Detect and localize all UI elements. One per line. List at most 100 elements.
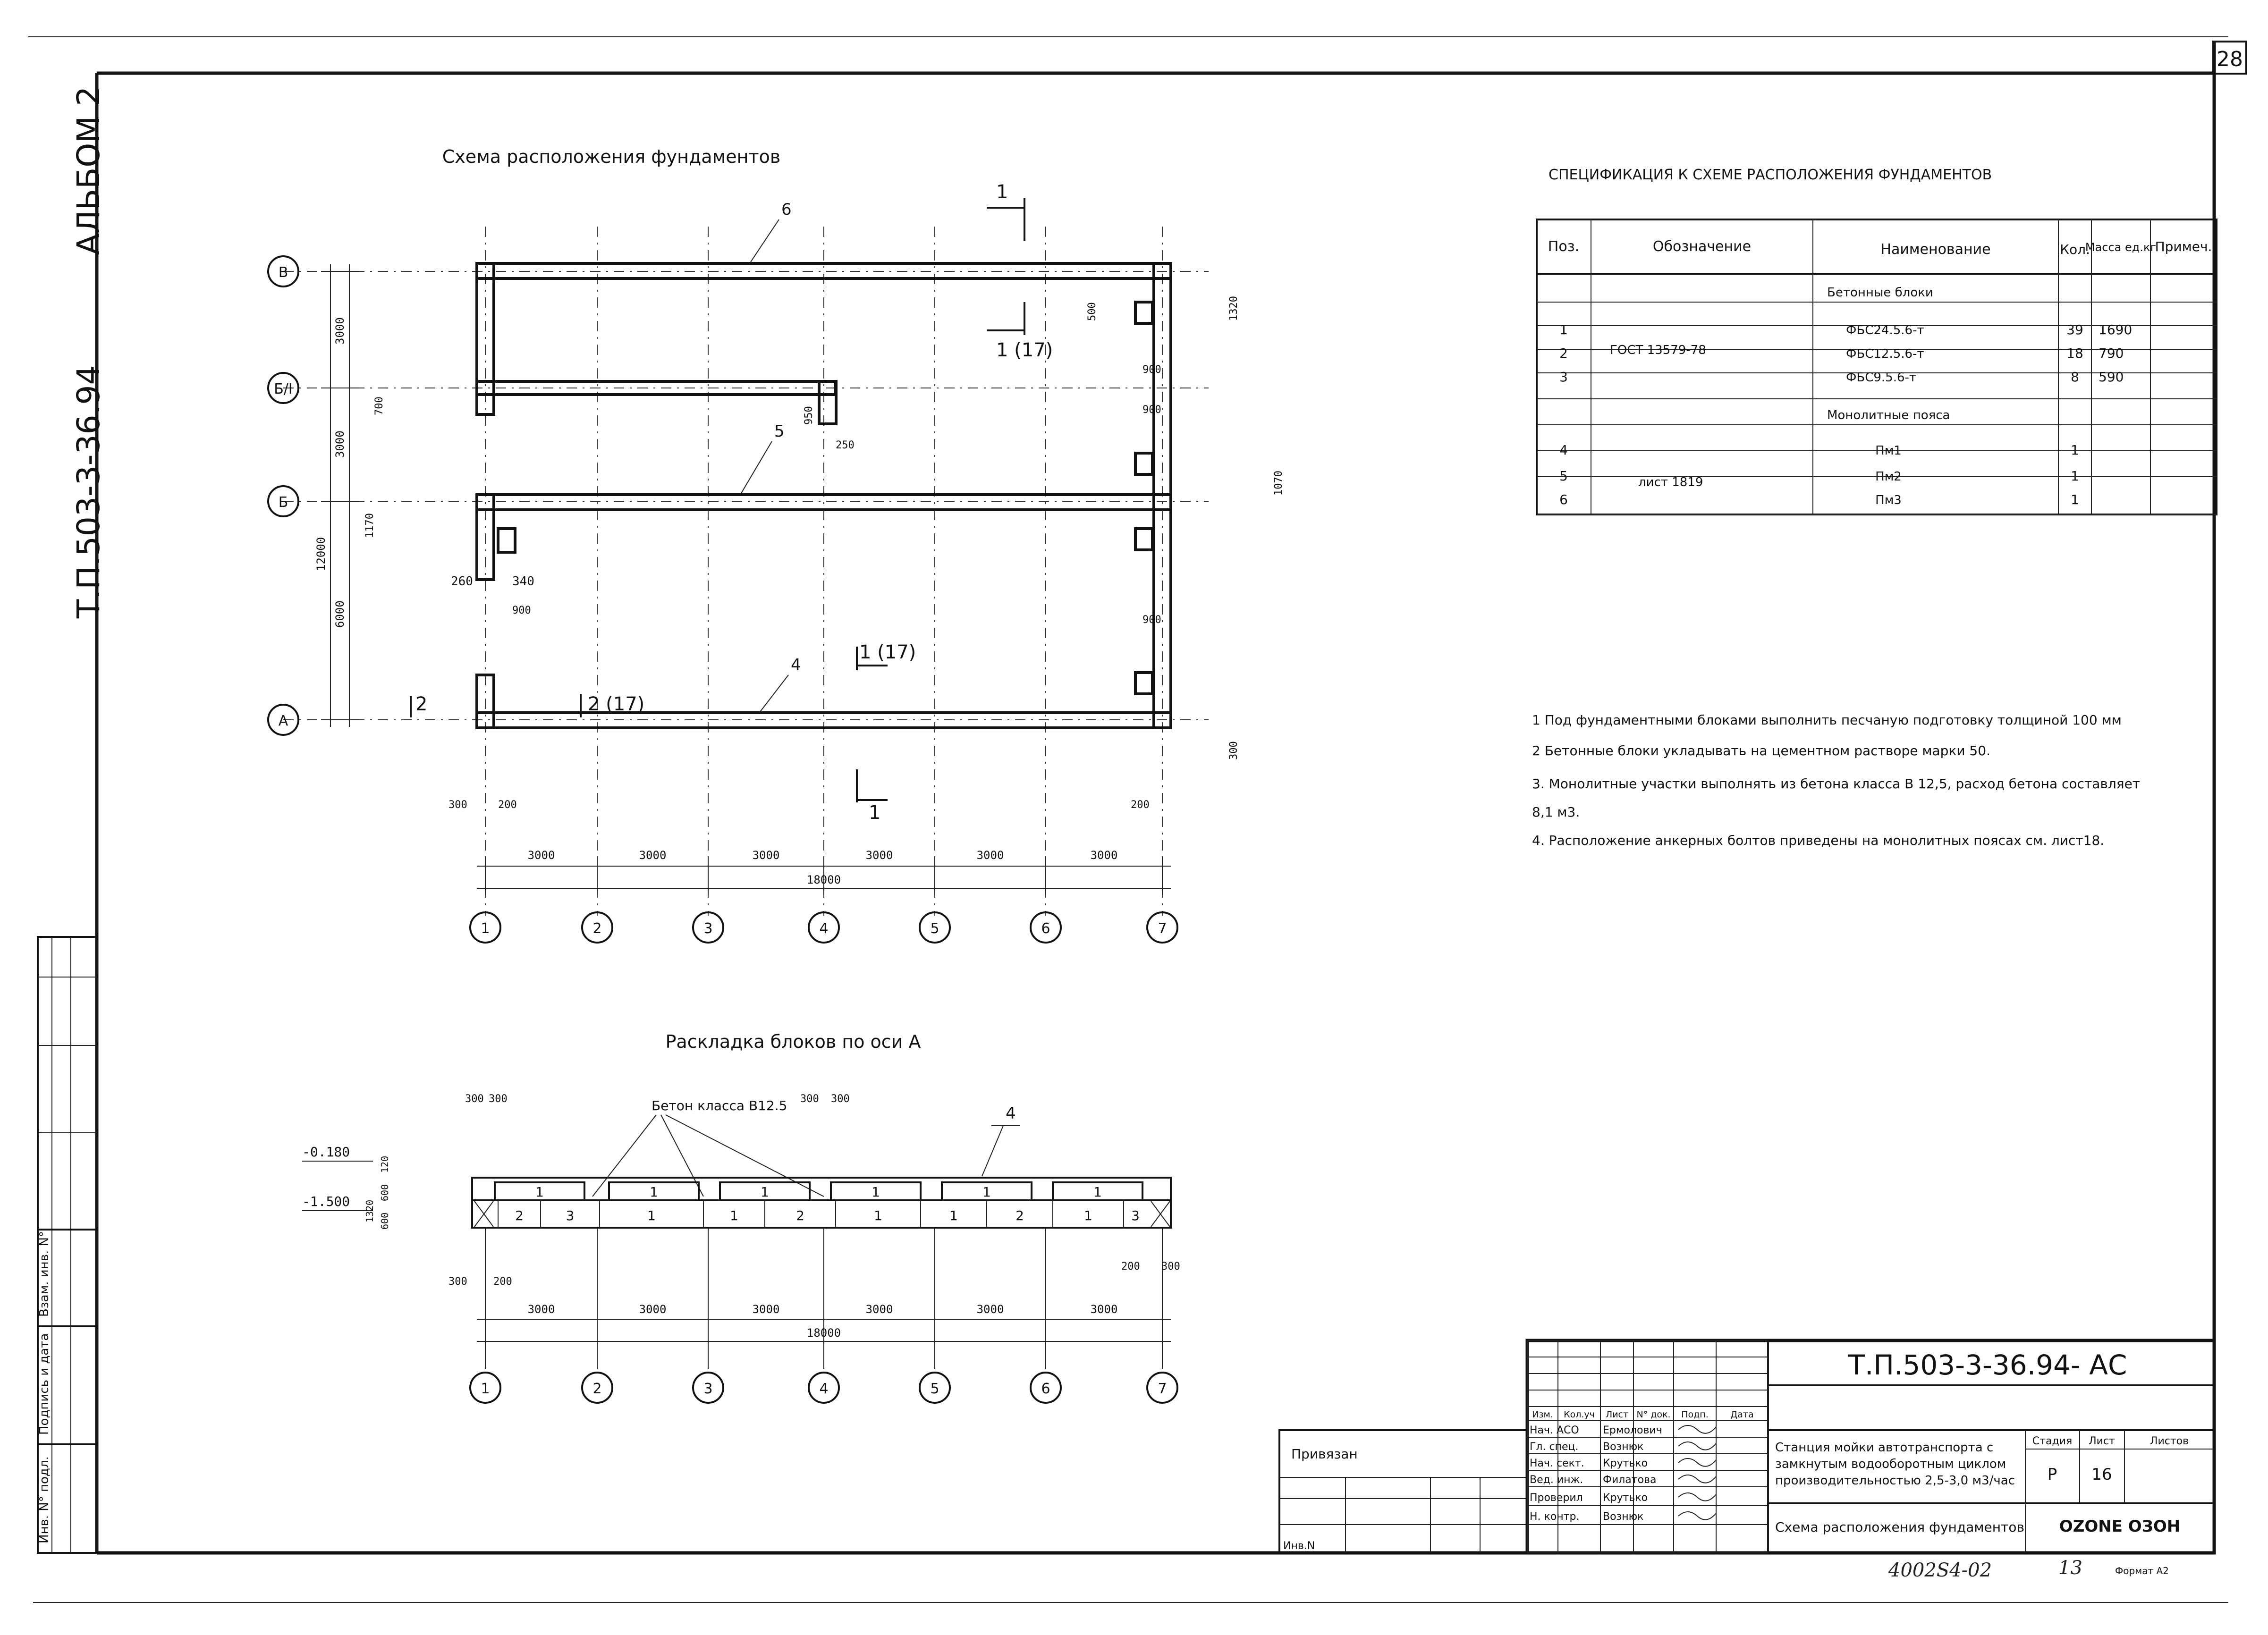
strip-axis-1-upper	[475, 262, 495, 416]
layout-col-bubble-2: 3	[692, 1372, 724, 1404]
layout-col-label-1: 2	[592, 1381, 601, 1397]
layout-upper-label-4: 1	[982, 1184, 991, 1200]
layout-dim-bottom-4: 3000	[977, 1303, 1004, 1316]
tb-role-2: Нач. сект.	[1530, 1458, 1584, 1469]
layout-lower-label-4: 2	[796, 1208, 804, 1223]
plan-dim-total: 18000	[807, 873, 841, 886]
plan-row-label-1: Б/I	[274, 381, 293, 397]
album-label: АЛЬБОМ 2	[70, 86, 107, 255]
layout-dim-top-2: 300	[800, 1093, 819, 1105]
plan-col-bubble-4: 5	[919, 911, 951, 944]
tb-stage: Р	[2048, 1465, 2057, 1484]
tb-stage-header: Стадия	[2032, 1435, 2072, 1447]
layout-col-bubble-3: 4	[808, 1372, 840, 1404]
tb-name-4: Крутько	[1603, 1492, 1648, 1504]
layout-pos-4: 4	[1006, 1104, 1016, 1123]
spec-h-designation: Обозначение	[1653, 238, 1751, 255]
plan-small-dim-11: 1070	[1273, 471, 1285, 496]
tb-project-0: Станция мойки автотранспорта с	[1775, 1441, 1993, 1455]
spec-group-blocks: Бетонные блоки	[1827, 286, 1933, 300]
layout-dim-bottom-2: 3000	[753, 1303, 780, 1316]
spec-qty-0: 39	[2066, 322, 2083, 337]
tb-name-2: Крутько	[1603, 1458, 1648, 1469]
layout-upper-block-5	[1052, 1181, 1143, 1201]
note-1: 2 Бетонные блоки укладывать на цементном…	[1532, 743, 1990, 759]
tb-col-header-5: Дата	[1730, 1409, 1753, 1420]
spec-mass-2: 590	[2099, 369, 2124, 385]
tb-signature-1	[1678, 1441, 1717, 1450]
spec-qty-2: 8	[2071, 369, 2079, 385]
stamp-podpis: Подпись и дата	[37, 1333, 51, 1435]
plan-col-label-1: 2	[592, 920, 601, 937]
plan-row-label-0: В	[279, 264, 288, 281]
tb-sheet: 16	[2091, 1465, 2112, 1484]
plan-small-dim-13: 200	[1131, 799, 1150, 811]
layout-concrete-label: Бетон класса В12.5	[652, 1098, 787, 1113]
plan-col-bubble-6: 7	[1146, 911, 1178, 944]
pilaster-7a	[1134, 301, 1154, 325]
plan-small-dim-9: 500	[1086, 302, 1098, 321]
tb-name-3: Филатова	[1603, 1474, 1657, 1486]
bottom-number: 13	[2058, 1557, 2082, 1579]
plan-small-dim-2: 260	[451, 574, 473, 589]
plan-dim-left-0: 3000	[333, 317, 347, 345]
tb-role-3: Вед. инж.	[1530, 1474, 1583, 1486]
tb-col-header-0: Изм.	[1532, 1409, 1553, 1420]
section-mark-2: 2	[415, 693, 427, 715]
layout-lower-label-9: 3	[1131, 1208, 1140, 1223]
plan-small-dim-10: 950	[803, 406, 815, 425]
spec-name-1: ФБС12.5.6-т	[1846, 347, 1924, 361]
tb-col-header-3: N° док.	[1636, 1409, 1670, 1420]
layout-col-label-3: 4	[819, 1381, 828, 1397]
layout-lower-label-1: 3	[566, 1208, 575, 1223]
strip-axis-7	[1152, 262, 1172, 729]
tb-name-1: Вознюк	[1603, 1441, 1643, 1453]
section-mark-1-17-upper: 1 (17)	[996, 339, 1053, 361]
plan-small-dim-6: 700	[373, 396, 385, 415]
spec-group-belts: Монолитные пояса	[1827, 408, 1950, 422]
layout-dim-bottom-3: 3000	[866, 1303, 893, 1316]
plan-row-bubble-3: А	[267, 704, 299, 736]
plan-small-dim-0: 300	[449, 799, 467, 811]
layout-upper-block-1	[608, 1181, 700, 1201]
tb-role-1: Гл. спец.	[1530, 1441, 1578, 1453]
layout-lower-label-6: 1	[949, 1208, 958, 1223]
layout-side-dim-0: 300	[449, 1276, 467, 1288]
layout-lower-label-5: 1	[874, 1208, 882, 1223]
tb-project-2: производительностью 2,5-3,0 м3/час	[1775, 1474, 2015, 1488]
plan-small-dim-900a: 900	[1142, 364, 1161, 376]
layout-col-bubble-4: 5	[919, 1372, 951, 1404]
tb-signature-4	[1678, 1492, 1717, 1501]
spec-name-4: Пм2	[1875, 470, 1902, 484]
plan-row-bubble-2: Б	[267, 485, 299, 517]
spec-h-note: Примеч.	[2155, 239, 2212, 254]
layout-lower-label-2: 1	[647, 1208, 656, 1223]
foundation-plan: Схема расположения фундаментов В Б/I Б А 30…	[267, 146, 1285, 944]
spec-pos-0: 1	[1559, 322, 1568, 337]
format-label: Формат А2	[2115, 1565, 2169, 1576]
plan-title: Схема расположения фундаментов	[442, 146, 781, 167]
layout-col-bubble-5: 6	[1030, 1372, 1062, 1404]
plan-col-bubble-1: 2	[581, 911, 613, 944]
page-number: 28	[2217, 47, 2243, 71]
pilaster-7b	[1134, 452, 1154, 476]
layout-dim-top-1: 300	[489, 1093, 508, 1105]
page-number-box	[2212, 41, 2247, 75]
plan-row-label-3: А	[279, 713, 288, 729]
plan-dim-bottom-0: 3000	[528, 849, 555, 862]
spec-pos-2: 3	[1559, 369, 1568, 385]
stamp-vzam: Взам. инв. N°	[37, 1231, 51, 1317]
layout-dim-bottom-1: 3000	[639, 1303, 667, 1316]
note-2: 3. Монолитные участки выполнять из бетон…	[1532, 776, 2140, 792]
plan-small-dim-5: 250	[836, 439, 855, 451]
pilaster-1	[497, 527, 516, 554]
tb-role-5: Н. контр.	[1530, 1511, 1579, 1523]
layout-elev-top: -0.180	[302, 1144, 350, 1160]
plan-row-bubble-1: Б/I	[267, 372, 299, 404]
spec-doc-sheet: лист 1819	[1638, 475, 1703, 489]
plan-col-bubble-0: 1	[469, 911, 501, 944]
tb-privyazan: Привязан	[1291, 1446, 1358, 1462]
